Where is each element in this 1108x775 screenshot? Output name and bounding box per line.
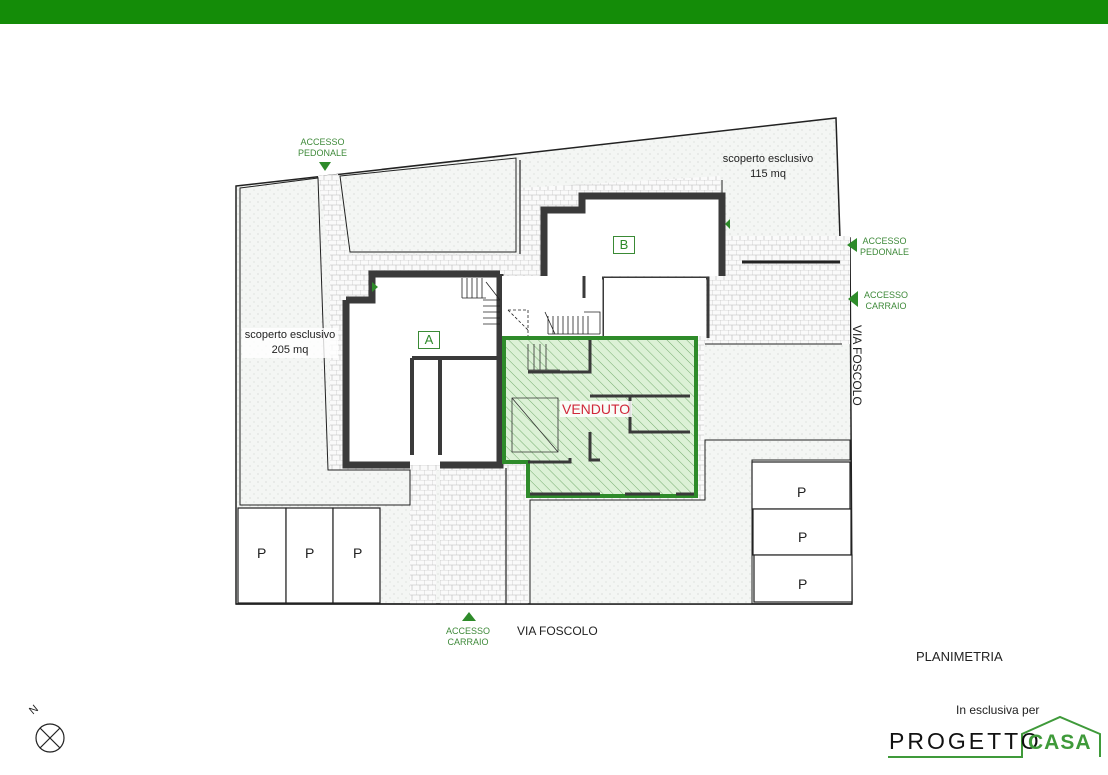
parking-spot: P <box>353 545 363 561</box>
parking-spot: P <box>257 545 267 561</box>
header-bar <box>0 0 1108 24</box>
arrow-access-top <box>319 162 331 171</box>
access-carraio-bottom-label: ACCESSO CARRAIO <box>446 626 491 647</box>
brand-logo-icon <box>888 715 1101 758</box>
yard-label-205: scoperto esclusivo 205 mq <box>242 328 338 358</box>
arrow-access-carraio-bottom <box>462 612 476 621</box>
parking-spot: P <box>797 484 807 500</box>
plan-title: PLANIMETRIA <box>916 649 1003 664</box>
parking-spot: P <box>798 576 808 592</box>
street-label-right: VIA FOSCOLO <box>850 325 864 406</box>
unit-a-label: A <box>418 331 440 349</box>
brand-name-right: CASA <box>1028 731 1092 754</box>
exclusive-text: In esclusiva per <box>956 703 1040 717</box>
access-pedonale-right-label: ACCESSO PEDONALE <box>860 236 910 257</box>
access-carraio-right-label: ACCESSO CARRAIO <box>864 290 909 311</box>
parking-spot: P <box>305 545 315 561</box>
street-label-bottom: VIA FOSCOLO <box>517 624 598 638</box>
arrow-access-carraio-right <box>848 291 858 307</box>
arrow-access-pedonale-right <box>847 238 857 252</box>
unit-b-label: B <box>613 236 635 254</box>
parking-spot: P <box>798 529 808 545</box>
sold-badge: VENDUTO <box>560 401 633 417</box>
access-pedonale-top-label: ACCESSO PEDONALE <box>298 137 348 158</box>
brand-name-left: PROGETTO <box>889 728 1042 754</box>
yard-label-115: scoperto esclusivo 115 mq <box>722 153 814 180</box>
compass-icon <box>35 723 65 753</box>
